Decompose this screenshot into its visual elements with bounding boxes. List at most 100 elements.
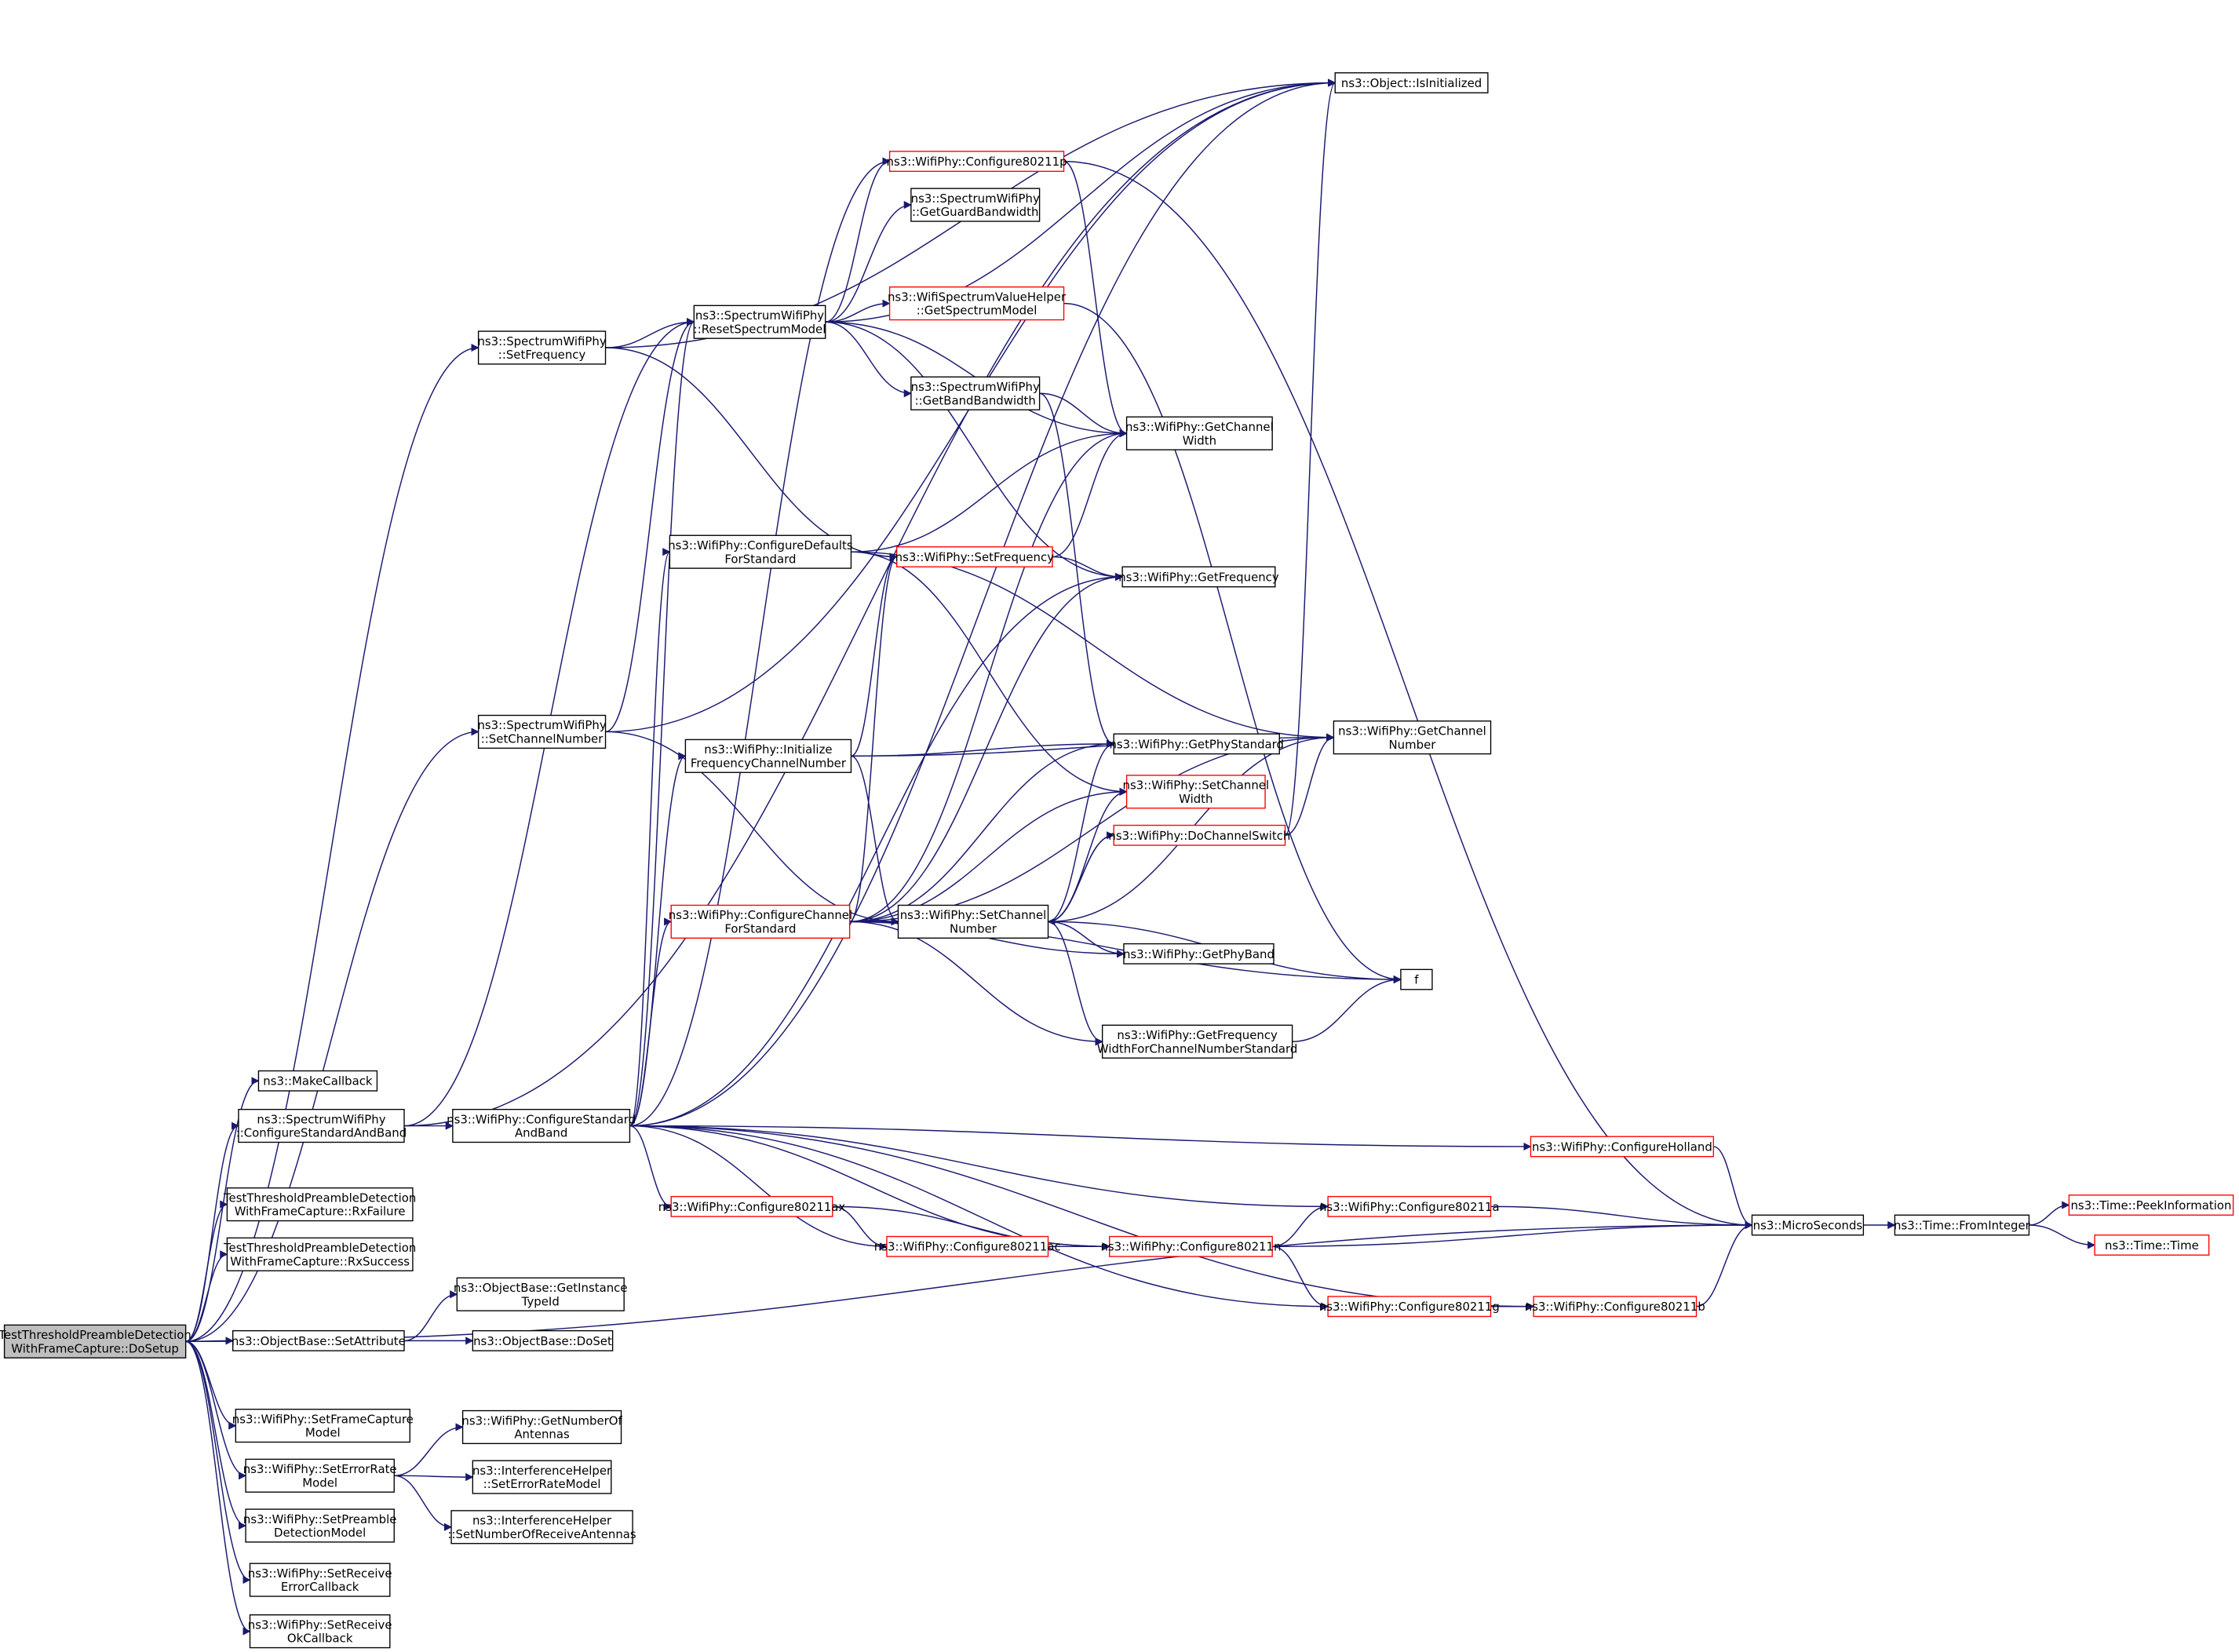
node-box[interactable] — [888, 286, 1065, 321]
node-box[interactable] — [461, 1409, 622, 1445]
node-getguardbw[interactable]: ns3::SpectrumWifiPhy::GetGuardBandwidth — [910, 188, 1041, 222]
node-cfg80211ac[interactable]: ns3::WifiPhy::Configure80211ac — [874, 1235, 1061, 1257]
node-ih_seterrorrate[interactable]: ns3::InterferenceHelper::SetErrorRateMod… — [472, 1460, 612, 1494]
node-doset[interactable]: ns3::ObjectBase::DoSet — [472, 1329, 614, 1351]
node-box[interactable] — [1334, 72, 1489, 93]
node-box[interactable] — [1125, 416, 1273, 450]
node-box[interactable] — [1123, 943, 1274, 965]
node-box[interactable] — [1113, 733, 1280, 755]
node-getfrequency[interactable]: ns3::WifiPhy::GetFrequency — [1118, 566, 1279, 588]
node-box[interactable] — [452, 1108, 631, 1143]
node-box[interactable] — [226, 1237, 414, 1271]
node-box[interactable] — [1530, 1136, 1715, 1158]
node-box[interactable] — [257, 1070, 378, 1092]
node-box[interactable] — [235, 1409, 410, 1443]
node-box[interactable] — [249, 1614, 391, 1649]
node-box[interactable] — [477, 330, 607, 365]
node-microseconds[interactable]: ns3::MicroSeconds — [1751, 1214, 1865, 1236]
node-getspectrummodel[interactable]: ns3::WifiSpectrumValueHelper::GetSpectru… — [888, 286, 1067, 321]
node-box[interactable] — [886, 1235, 1049, 1257]
node-box[interactable] — [1327, 1195, 1492, 1217]
node-box[interactable] — [232, 1329, 405, 1351]
node-cfg80211g[interactable]: ns3::WifiPhy::Configure80211g — [1319, 1296, 1500, 1318]
node-cfgdefaults[interactable]: ns3::WifiPhy::ConfigureDefaultsForStanda… — [668, 534, 853, 569]
node-root[interactable]: TestThresholdPreambleDetectionWithFrameC… — [0, 1324, 191, 1358]
node-box[interactable] — [910, 376, 1041, 410]
node-box[interactable] — [472, 1460, 612, 1494]
node-box[interactable] — [1400, 968, 1433, 990]
node-sw_setchannelnumber[interactable]: ns3::SpectrumWifiPhy::SetChannelNumber — [477, 714, 607, 749]
node-box[interactable] — [3, 1324, 187, 1358]
node-box[interactable] — [245, 1458, 395, 1493]
node-box[interactable] — [670, 1195, 833, 1217]
node-box[interactable] — [888, 151, 1065, 173]
node-box[interactable] — [450, 1510, 633, 1544]
node-wp_setfrequency[interactable]: ns3::WifiPhy::SetFrequency — [895, 546, 1055, 567]
node-box[interactable] — [1109, 1235, 1273, 1257]
node-ih_setnumrxant[interactable]: ns3::InterferenceHelper::SetNumberOfRece… — [447, 1510, 636, 1544]
node-box[interactable] — [477, 714, 607, 749]
node-getphystandard[interactable]: ns3::WifiPhy::GetPhyStandard — [1109, 733, 1284, 755]
node-box[interactable] — [245, 1508, 395, 1543]
node-rxfailure[interactable]: TestThresholdPreambleDetectionWithFrameC… — [223, 1187, 416, 1222]
node-box[interactable] — [1125, 775, 1266, 809]
node-cfg80211ax[interactable]: ns3::WifiPhy::Configure80211ax — [658, 1195, 846, 1217]
node-box[interactable] — [2068, 1194, 2234, 1216]
node-box[interactable] — [1533, 1296, 1697, 1318]
node-box[interactable] — [2094, 1234, 2210, 1256]
node-box[interactable] — [897, 904, 1049, 939]
node-box[interactable] — [472, 1329, 614, 1351]
node-box[interactable] — [1327, 1296, 1492, 1318]
node-getfreqwidth[interactable]: ns3::WifiPhy::GetFrequencyWidthForChanne… — [1097, 1024, 1298, 1059]
node-initfreqchan[interactable]: ns3::WifiPhy::InitializeFrequencyChannel… — [684, 738, 852, 773]
node-cfg80211a[interactable]: ns3::WifiPhy::Configure80211a — [1319, 1195, 1500, 1217]
node-cfg80211n[interactable]: ns3::WifiPhy::Configure80211n — [1100, 1235, 1281, 1257]
node-sw_setfrequency[interactable]: ns3::SpectrumWifiPhy::SetFrequency — [477, 330, 607, 365]
node-setattribute[interactable]: ns3::ObjectBase::SetAttribute — [232, 1329, 406, 1351]
node-resetspectrum[interactable]: ns3::SpectrumWifiPhy::ResetSpectrumModel — [693, 305, 826, 339]
node-dochannelswitch[interactable]: ns3::WifiPhy::DoChannelSwitch — [1108, 824, 1290, 846]
node-box[interactable] — [910, 188, 1041, 222]
node-rxsuccess[interactable]: TestThresholdPreambleDetectionWithFrameC… — [223, 1237, 416, 1271]
node-box[interactable] — [1751, 1214, 1865, 1236]
node-box[interactable] — [1333, 720, 1492, 755]
node-box[interactable] — [693, 305, 826, 339]
node-box[interactable] — [1894, 1214, 2030, 1236]
node-box[interactable] — [238, 1108, 405, 1143]
node-wp_setchannelnumber[interactable]: ns3::WifiPhy::SetChannelNumber — [897, 904, 1049, 939]
node-getphyband[interactable]: ns3::WifiPhy::GetPhyBand — [1123, 943, 1274, 965]
node-timetime[interactable]: ns3::Time::Time — [2094, 1234, 2210, 1256]
node-makecallback[interactable]: ns3::MakeCallback — [257, 1070, 378, 1092]
node-cfg80211b[interactable]: ns3::WifiPhy::Configure80211b — [1525, 1296, 1705, 1318]
node-box[interactable] — [249, 1563, 391, 1597]
node-frominteger[interactable]: ns3::Time::FromInteger — [1894, 1214, 2031, 1236]
node-box[interactable] — [684, 738, 852, 773]
node-cfgchannel[interactable]: ns3::WifiPhy::ConfigureChannelForStandar… — [669, 904, 852, 939]
node-cfg80211p[interactable]: ns3::WifiPhy::Configure80211p — [887, 151, 1067, 173]
node-box[interactable] — [669, 534, 852, 569]
node-sw_configstdband[interactable]: ns3::SpectrumWifiPhy::ConfigureStandardA… — [236, 1108, 407, 1143]
node-cfgholland[interactable]: ns3::WifiPhy::ConfigureHolland — [1530, 1136, 1715, 1158]
node-box[interactable] — [1113, 824, 1286, 846]
node-wp_configstdband[interactable]: ns3::WifiPhy::ConfigureStandardAndBand — [447, 1108, 636, 1143]
node-box[interactable] — [670, 904, 851, 939]
node-seterrorrate[interactable]: ns3::WifiPhy::SetErrorRateModel — [243, 1458, 397, 1493]
node-peekinfo[interactable]: ns3::Time::PeekInformation — [2068, 1194, 2234, 1216]
node-box[interactable] — [1101, 1024, 1293, 1059]
node-f[interactable]: f — [1400, 968, 1433, 990]
node-getbandbw[interactable]: ns3::SpectrumWifiPhy::GetBandBandwidth — [910, 376, 1041, 410]
node-isinitialized[interactable]: ns3::Object::IsInitialized — [1334, 72, 1489, 93]
node-box[interactable] — [1121, 566, 1276, 588]
node-box[interactable] — [456, 1277, 625, 1311]
node-box[interactable] — [895, 546, 1053, 567]
node-box[interactable] — [226, 1187, 414, 1222]
